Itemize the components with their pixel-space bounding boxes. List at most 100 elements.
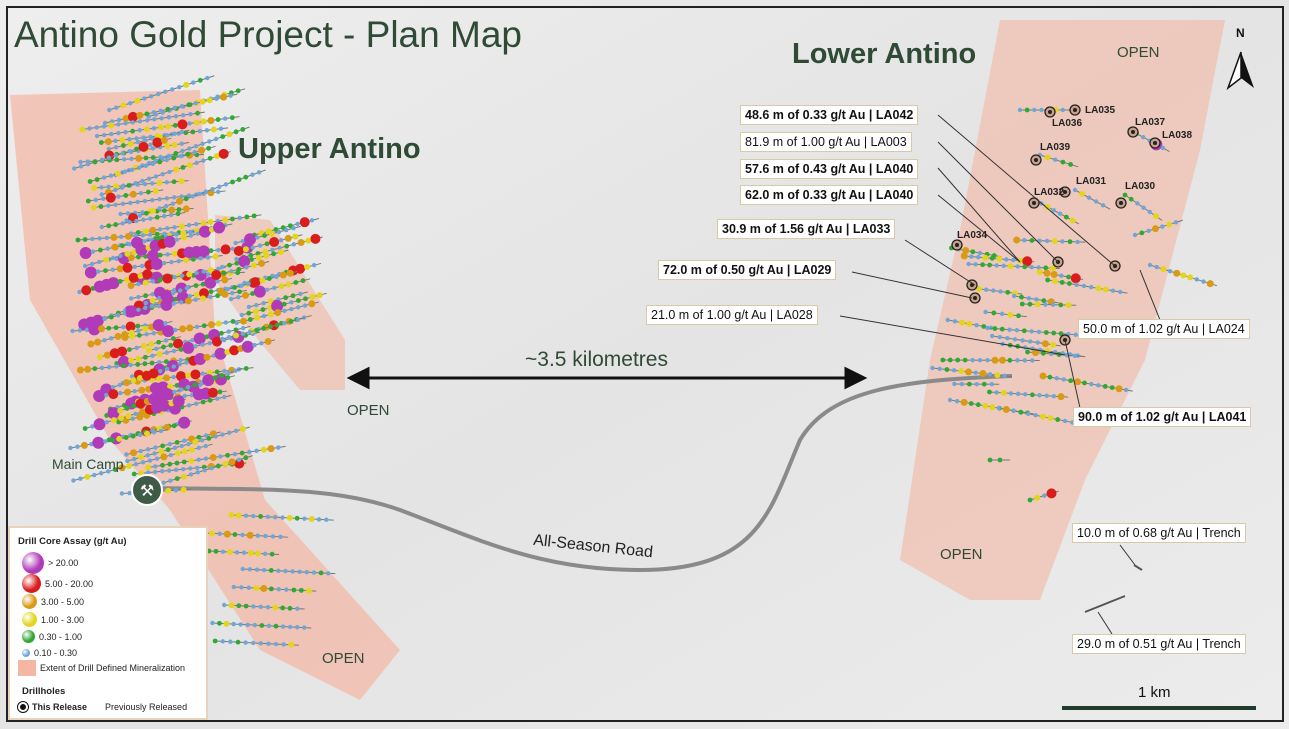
assay-point	[144, 118, 150, 123]
assay-point	[121, 331, 129, 339]
assay-point	[114, 332, 122, 340]
assay-point	[186, 403, 192, 408]
assay-point	[1154, 264, 1159, 270]
assay-point	[254, 567, 260, 572]
assay-point	[266, 641, 271, 646]
assay-point	[207, 387, 218, 398]
assay-point	[181, 448, 188, 455]
assay-point	[1051, 238, 1058, 245]
assay-point	[252, 308, 259, 315]
assay-point	[1081, 283, 1087, 289]
assay-point	[248, 550, 255, 557]
assay-point	[1069, 217, 1076, 224]
assay-point	[974, 322, 979, 328]
assay-point	[127, 111, 138, 122]
assay-point	[106, 325, 112, 331]
assay-point	[1180, 272, 1187, 279]
assay-point	[1000, 389, 1007, 396]
assay-point	[106, 223, 112, 229]
assay-point	[182, 438, 187, 443]
assay-point	[285, 281, 292, 288]
assay-point	[186, 441, 191, 447]
assay-point	[264, 241, 270, 247]
assay-point	[200, 342, 205, 347]
assay-point	[120, 201, 126, 207]
assay-point	[167, 461, 173, 467]
assay-point	[246, 281, 251, 287]
assay-point	[150, 146, 156, 151]
assay-point	[148, 368, 159, 379]
drillhole-trace	[222, 249, 289, 268]
assay-point	[962, 357, 968, 363]
assay-point	[225, 452, 231, 458]
assay-point	[246, 310, 252, 316]
assay-point	[143, 253, 149, 259]
assay-point	[154, 231, 160, 237]
assay-point	[223, 530, 231, 538]
assay-point	[270, 534, 276, 539]
assay-point	[970, 249, 976, 255]
assay-point	[247, 329, 252, 335]
assay-point	[309, 293, 316, 300]
assay-point	[107, 107, 112, 113]
assay-point	[162, 325, 175, 338]
assay-point	[199, 295, 206, 302]
assay-point	[236, 294, 241, 300]
assay-point	[215, 189, 221, 195]
assay-point	[211, 336, 222, 347]
assay-point	[284, 243, 290, 249]
assay-point	[168, 342, 174, 348]
assay-point	[158, 368, 163, 374]
assay-point	[81, 285, 92, 296]
assay-point	[186, 193, 192, 198]
assay-point	[113, 138, 118, 144]
assay-point	[1050, 341, 1057, 348]
assay-point	[1068, 162, 1073, 167]
assay-point	[324, 517, 329, 522]
open-label: OPEN	[347, 402, 390, 419]
assay-point	[232, 451, 238, 457]
assay-point	[150, 258, 163, 271]
assay-point	[184, 285, 190, 291]
assay-point	[213, 136, 219, 142]
assay-point	[1096, 383, 1101, 388]
assay-point	[172, 274, 177, 280]
assay-point	[1086, 195, 1092, 200]
assay-point	[1060, 107, 1066, 113]
assay-point	[157, 277, 163, 283]
assay-point	[135, 355, 142, 362]
assay-point	[980, 262, 986, 268]
assay-point	[116, 194, 121, 199]
callout-la033: 30.9 m of 1.56 g/t Au | LA033	[717, 219, 896, 239]
assay-point	[138, 190, 143, 196]
assay-point	[116, 265, 124, 273]
assay-point	[213, 221, 226, 234]
assay-point	[163, 359, 169, 364]
assay-point	[197, 77, 203, 83]
assay-point	[252, 342, 257, 348]
assay-point	[129, 190, 137, 198]
assay-point	[178, 178, 185, 185]
map-title: Antino Gold Project - Plan Map	[14, 14, 522, 55]
assay-point	[273, 514, 278, 520]
assay-point	[226, 329, 231, 334]
assay-point	[123, 276, 130, 283]
assay-point	[1029, 329, 1034, 334]
assay-point	[132, 264, 137, 270]
assay-point	[135, 398, 146, 409]
open-label: OPEN	[1117, 44, 1160, 61]
assay-point	[160, 453, 168, 461]
assay-point	[161, 260, 167, 266]
assay-point	[1135, 201, 1140, 206]
assay-point	[1042, 493, 1047, 498]
assay-point	[137, 128, 142, 133]
assay-point	[196, 457, 201, 462]
assay-point	[79, 247, 92, 259]
assay-point	[1059, 279, 1065, 285]
assay-point	[174, 467, 179, 473]
assay-point	[133, 411, 138, 417]
assay-point	[280, 605, 286, 611]
assay-point	[256, 170, 262, 175]
assay-point	[229, 115, 235, 121]
assay-point	[264, 338, 272, 346]
